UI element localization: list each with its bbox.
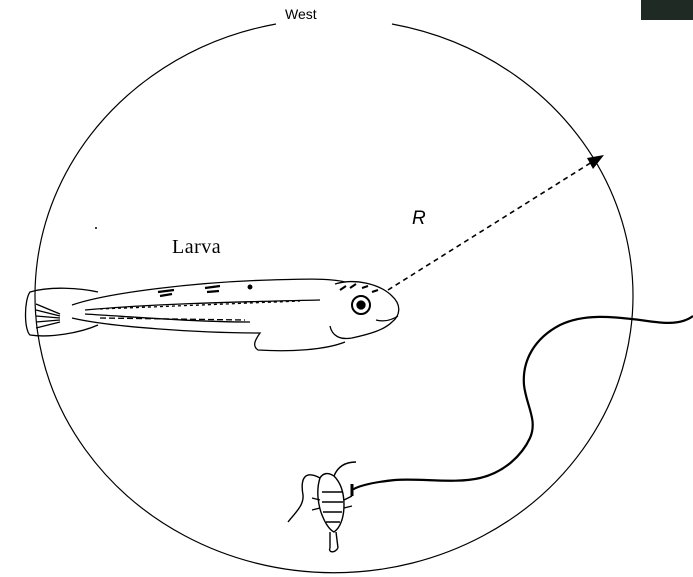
search-path-line bbox=[352, 316, 693, 490]
radius-label: R bbox=[412, 208, 426, 230]
perception-circle bbox=[35, 24, 633, 573]
radius-arrowhead bbox=[587, 155, 604, 169]
larva-label: Larva bbox=[172, 236, 221, 259]
fish-larva-icon bbox=[26, 279, 399, 351]
speck-dot bbox=[95, 227, 97, 229]
copepod-icon bbox=[288, 462, 356, 552]
direction-label-west: West bbox=[285, 6, 317, 22]
